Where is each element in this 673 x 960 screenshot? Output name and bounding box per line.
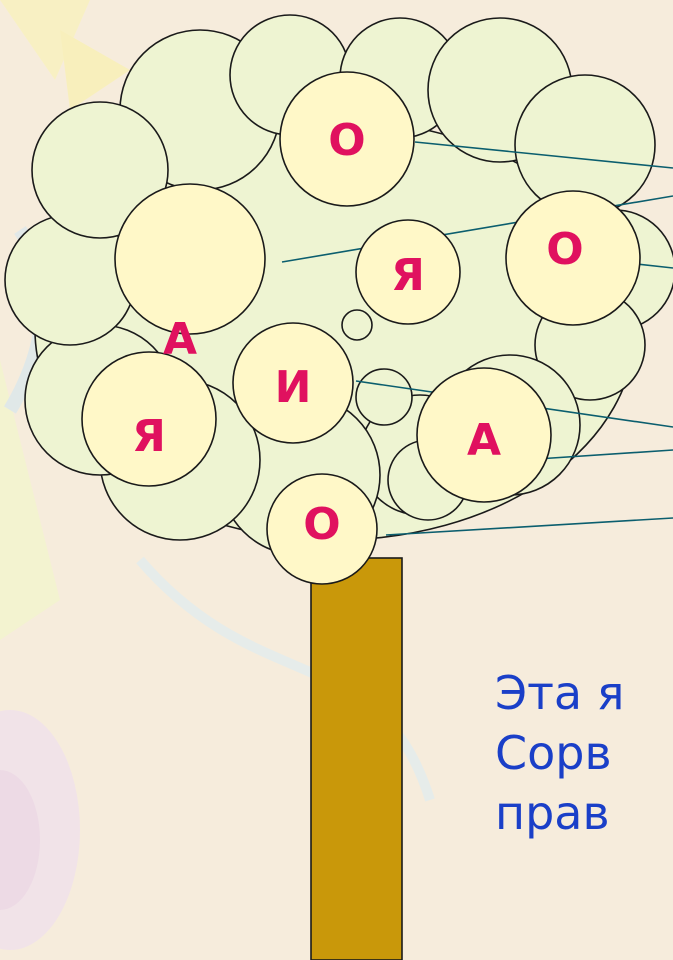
fruit-letter-top-o: О (328, 119, 365, 163)
fruit-letter-middle-ya: Я (391, 254, 425, 298)
caption-line-1: Эта я (495, 663, 624, 723)
fruit-letter-bottom-o: О (303, 503, 340, 547)
fruit-letter-center-i: И (275, 366, 312, 410)
fruit-letter-right-o: О (546, 228, 583, 272)
caption-line-3: прав (495, 783, 624, 843)
bubble (342, 310, 372, 340)
caption: Эта я Сорв прав (495, 663, 624, 843)
sunray-shape (60, 30, 130, 110)
fruit-letter-left-ya: Я (132, 415, 166, 459)
bubble (356, 369, 412, 425)
loose-letter-left-a: А (163, 318, 197, 362)
fruit-letter-right-a: А (467, 419, 501, 463)
caption-line-2: Сорв (495, 723, 624, 783)
fruit-circle-upper-left[interactable] (115, 184, 265, 334)
tree-trunk (311, 558, 402, 960)
